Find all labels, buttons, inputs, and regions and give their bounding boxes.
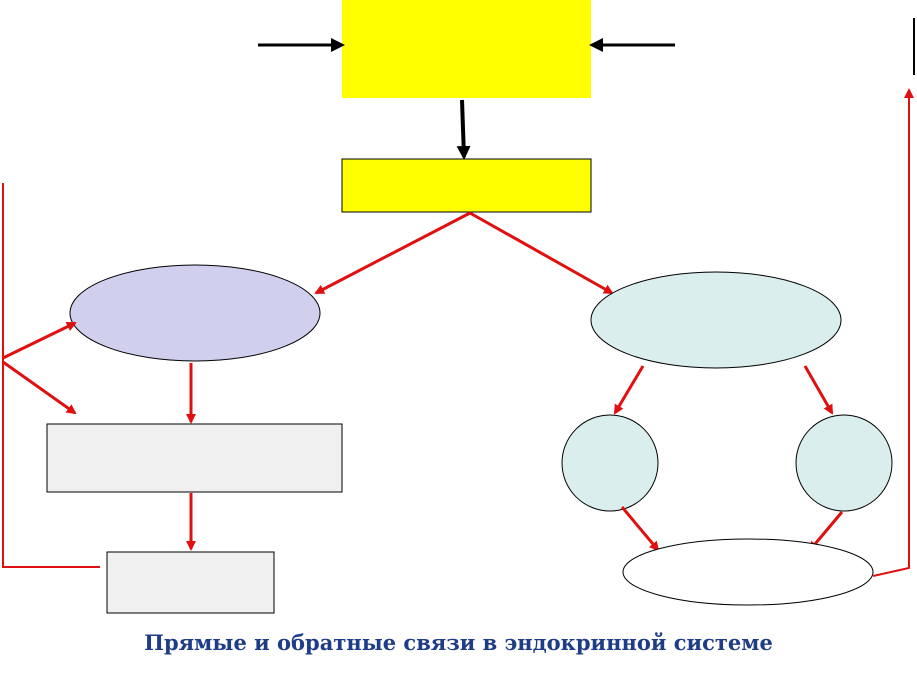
bottom-white-ellipse xyxy=(622,538,874,606)
feedback-arrow-to-ellipse xyxy=(2,321,77,360)
split-arrow-right xyxy=(469,211,614,295)
right-feedback-line xyxy=(872,88,914,577)
left-circle xyxy=(561,414,659,512)
right-ellipse xyxy=(590,271,842,369)
feedback-arrow-to-gray-box xyxy=(2,360,77,415)
left-circle-to-bottom-ellipse-arrow xyxy=(620,506,660,552)
right-ellipse-to-left-circle-arrow xyxy=(613,365,645,415)
right-circle xyxy=(795,414,893,512)
second-yellow-box xyxy=(341,158,592,213)
top-yellow-box xyxy=(342,0,591,98)
top-to-second-arrow xyxy=(456,99,471,160)
diagram-caption: Прямые и обратные связи в эндокринной си… xyxy=(144,630,773,655)
left-gray-box xyxy=(46,423,343,493)
left-small-gray-box xyxy=(106,551,275,614)
left-ellipse xyxy=(69,264,321,362)
right-ellipse-to-right-circle-arrow xyxy=(803,365,834,415)
left-feedback-line xyxy=(2,183,100,568)
split-arrow-left xyxy=(314,211,471,295)
